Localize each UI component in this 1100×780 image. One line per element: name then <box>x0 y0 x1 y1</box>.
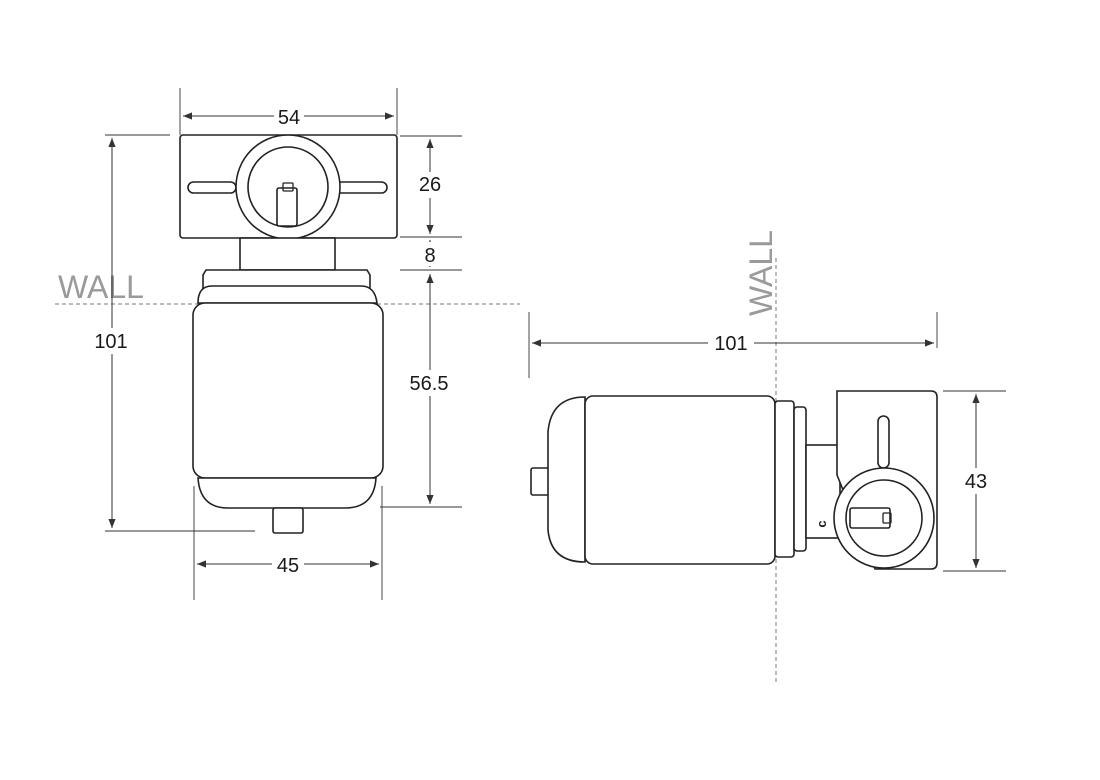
dim-label-56-5: 56.5 <box>410 373 449 395</box>
dim-label-101-front: 101 <box>94 331 127 353</box>
dim-label-8: 8 <box>424 245 435 267</box>
body-bottom-cap <box>197 477 377 509</box>
body-shoulder <box>197 285 378 304</box>
side-left-cap <box>547 396 586 563</box>
dim-label-45: 45 <box>277 555 299 577</box>
front-wall-label: WALL <box>58 269 144 305</box>
mount-neck <box>239 237 336 271</box>
side-view: WALL 101 c 43 <box>528 230 1006 685</box>
dim-label-101-side: 101 <box>714 333 747 355</box>
side-cylinder-body <box>584 395 776 565</box>
cylinder-body <box>192 302 384 479</box>
side-ring-2 <box>793 406 807 552</box>
dim-label-54: 54 <box>278 107 300 129</box>
dim-label-26: 26 <box>419 174 441 196</box>
side-wall-label: WALL <box>743 230 779 316</box>
side-ring-1 <box>774 400 795 558</box>
side-hub-pin <box>849 507 891 529</box>
bottom-stem <box>272 507 304 534</box>
mounting-plate <box>179 134 398 240</box>
side-switch-marker: c <box>814 520 829 527</box>
front-view: WALL 54 <box>55 88 520 600</box>
dim-label-43: 43 <box>965 471 987 493</box>
side-neck <box>805 444 841 539</box>
side-plate-slot <box>877 415 890 469</box>
